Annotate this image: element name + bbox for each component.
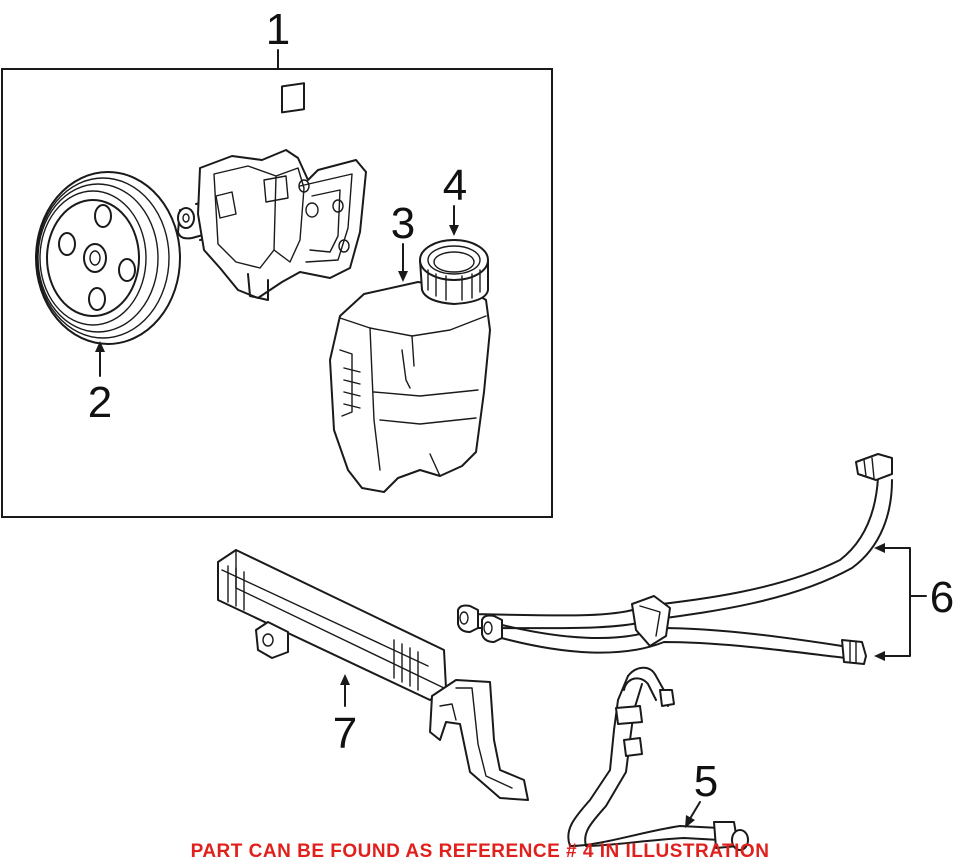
callout-3-arrowhead: [398, 271, 408, 282]
callout-6-arrowhead-bottom: [874, 651, 885, 661]
callout-5-arrowhead: [685, 815, 695, 828]
pressure-hose-drawing: [567, 666, 749, 851]
callout-4-arrowhead: [449, 225, 459, 236]
callout-2-arrowhead: [95, 341, 105, 352]
callout-6-label: 6: [930, 573, 954, 622]
footer-note: PART CAN BE FOUND AS REFERENCE # 4 IN IL…: [191, 841, 770, 862]
reservoir-drawing: [329, 281, 491, 493]
callout-6-bracket: [879, 547, 911, 657]
reservoir-cap-drawing: [419, 239, 489, 305]
cooler-drawing: [217, 549, 529, 801]
callout-7-label: 7: [333, 709, 357, 758]
callout-1-label: 1: [266, 5, 290, 54]
callout-4-label: 4: [443, 161, 467, 210]
hose-assembly-drawing: [457, 453, 893, 665]
callout-5-label: 5: [694, 757, 718, 806]
pulley-drawing: [35, 171, 181, 345]
pump-body-drawing: [177, 82, 367, 301]
callout-7-arrowhead: [340, 674, 350, 685]
callout-3-label: 3: [391, 199, 415, 248]
callout-6-arrowhead-top: [874, 543, 885, 553]
callout-2-label: 2: [88, 378, 112, 427]
